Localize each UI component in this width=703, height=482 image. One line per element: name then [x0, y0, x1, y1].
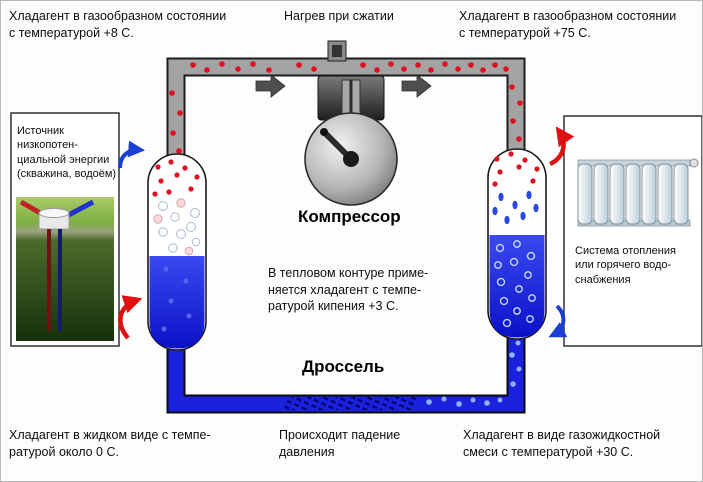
label-low-potential-source: Источник низкопотен- циальной энергии (с…: [17, 125, 117, 180]
return-flow-arrow: [548, 304, 568, 338]
compressor: [304, 40, 398, 206]
gas-flow-arrows: [255, 74, 432, 98]
ground-source-box: [10, 112, 120, 347]
label-pressure-drop: Происходит падение давления: [279, 428, 401, 459]
evaporator-bubbles: [152, 159, 201, 332]
throttle-restriction: [284, 397, 416, 410]
label-throttle: Дроссель: [302, 357, 385, 376]
gas-pipe: [166, 57, 526, 161]
liquid-pipe-bubbles: [426, 340, 522, 407]
evaporator-liquid: [149, 256, 205, 349]
label-refrigerant-gas-cold: Хладагент в газообразном состоянии с тем…: [9, 9, 227, 40]
heat-out-arrow: [548, 126, 575, 167]
gas-pipe-dots: [169, 61, 523, 154]
gas-flow-arrow-right: [401, 74, 432, 98]
condenser-bubbles: [492, 151, 540, 328]
label-compression-heating: Нагрев при сжатии: [284, 9, 394, 23]
radiator-valve: [689, 158, 699, 168]
label-refrigerant-mix: Хладагент в виде газожидкостной смеси с …: [463, 428, 661, 459]
heat-in-arrow: [118, 295, 143, 340]
label-refrigerant-liquid: Хладагент в жидком виде с темпе- ратурой…: [9, 428, 211, 459]
evaporator-vessel: [147, 153, 207, 351]
radiator: [577, 158, 699, 227]
liquid-pipe: [166, 331, 526, 414]
gas-flow-arrow-left: [255, 74, 286, 98]
label-circuit-note: В тепловом контуре приме- няется хладаге…: [268, 266, 429, 313]
condenser-vessel: [487, 148, 547, 340]
label-heating-system: Система отопления или горячего водо- сна…: [575, 245, 676, 286]
label-refrigerant-gas-hot: Хладагент в газообразном состоянии с тем…: [459, 9, 677, 40]
heating-system-box: [563, 115, 702, 347]
source-flow-arrow: [118, 140, 146, 169]
label-compressor: Компрессор: [298, 207, 401, 226]
condensate-drops: [492, 190, 539, 225]
